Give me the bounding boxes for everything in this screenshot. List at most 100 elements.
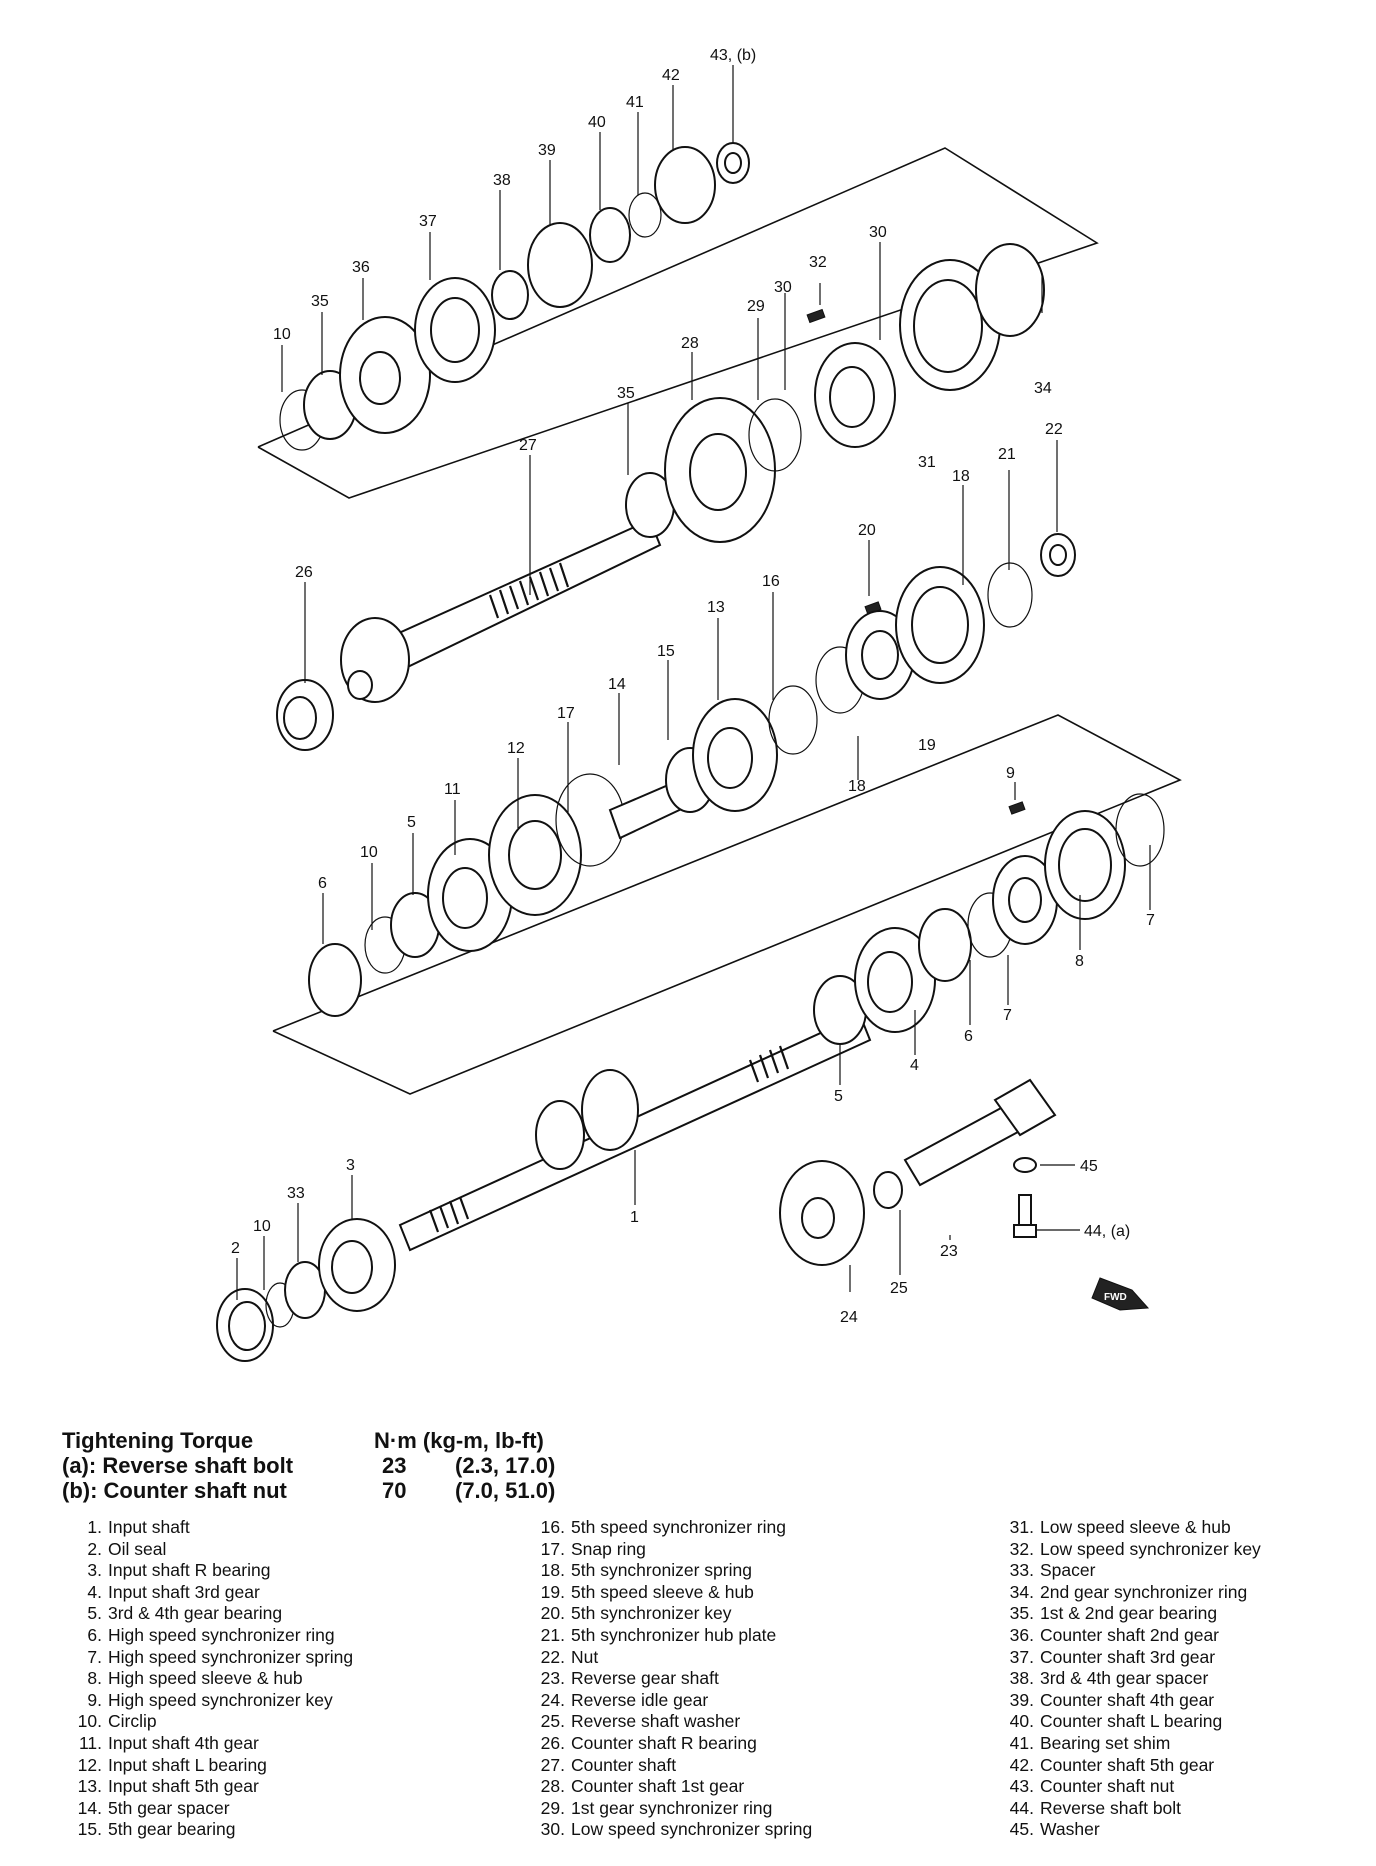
legend-item-label: 5th gear spacer bbox=[108, 1797, 230, 1818]
legend-item-label: 1st & 2nd gear bearing bbox=[1040, 1603, 1218, 1624]
fwd-arrow-icon: FWD bbox=[1091, 1277, 1150, 1311]
legend-item-number: 29. bbox=[540, 1797, 565, 1818]
reverse-shaft-head bbox=[993, 1078, 1057, 1137]
legend-item: 18.5th synchronizer spring bbox=[523, 1560, 752, 1582]
legend-item-number: 26. bbox=[540, 1732, 565, 1753]
legend-item-label: Nut bbox=[571, 1646, 599, 1667]
torque-row-alt: (7.0, 51.0) bbox=[455, 1478, 556, 1503]
high-speed-synchronizer-ring bbox=[918, 908, 972, 982]
callout-13: 13 bbox=[707, 599, 725, 616]
legend-item-number: 8. bbox=[87, 1668, 102, 1689]
callout-10-upper: 10 bbox=[273, 326, 291, 343]
torque-row: (b): Counter shaft nut 70 (7.0, 51.0) bbox=[62, 1478, 622, 1503]
callout-10-lower: 10 bbox=[253, 1218, 271, 1235]
input-shaft-gear-b bbox=[535, 1100, 585, 1170]
legend-item-number: 42. bbox=[1009, 1754, 1034, 1775]
torque-row-label: (a): Reverse shaft bolt bbox=[62, 1453, 294, 1478]
input-shaft-group bbox=[216, 793, 1165, 1362]
legend-item-label: Counter shaft bbox=[571, 1754, 677, 1775]
legend-item: 29. 1st gear synchronizer ring bbox=[523, 1797, 773, 1820]
legend-item: 41.Bearing set shim bbox=[992, 1733, 1171, 1755]
legend-item-label: Snap ring bbox=[571, 1538, 646, 1559]
legend-item: 45.Washer bbox=[992, 1819, 1100, 1841]
legend-item-label: Input shaft 4th gear bbox=[108, 1732, 259, 1753]
legend-item-label: Low speed synchronizer spring bbox=[571, 1819, 813, 1840]
legend-item-number: 32. bbox=[1009, 1538, 1034, 1559]
counter-shaft-4th-gear bbox=[527, 222, 593, 308]
callout-43: 43, (b) bbox=[710, 47, 756, 64]
legend-item: 15.5th gear bearing bbox=[60, 1819, 236, 1841]
legend-item: 11.Input shaft 4th gear bbox=[60, 1733, 259, 1755]
legend-item-number: 30. bbox=[540, 1819, 565, 1840]
callout-11: 11 bbox=[444, 781, 461, 798]
legend-item: 19. 5th speed sleeve & hub bbox=[523, 1581, 754, 1604]
legend-item-number: 27. bbox=[540, 1754, 565, 1775]
counter-shaft-l-bearing bbox=[589, 207, 631, 263]
legend-item: 27. Counter shaft bbox=[523, 1754, 676, 1777]
legend-item-label: Reverse shaft bolt bbox=[1040, 1797, 1182, 1818]
legend-item-label: 1st gear synchronizer ring bbox=[571, 1797, 773, 1818]
legend-item: 13.Input shaft 5th gear bbox=[60, 1776, 259, 1798]
callout-1: 1 bbox=[630, 1209, 639, 1226]
5th-synchronizer-hub-plate bbox=[987, 562, 1033, 628]
legend-item: 44. Reverse shaft bolt bbox=[992, 1797, 1181, 1820]
legend-item-number: 19. bbox=[540, 1581, 565, 1602]
callout-6-upper: 6 bbox=[318, 875, 327, 892]
torque-row: (a): Reverse shaft bolt 23 (2.3, 17.0) bbox=[62, 1453, 622, 1478]
legend-item-number: 44. bbox=[1009, 1797, 1034, 1818]
legend-item: 21.5th synchronizer hub plate bbox=[523, 1624, 777, 1647]
high-speed-synchronizer-key bbox=[1008, 801, 1026, 815]
callout-33: 33 bbox=[287, 1185, 305, 1202]
legend-item-label: 5th speed sleeve & hub bbox=[571, 1581, 754, 1602]
callout-2: 2 bbox=[231, 1240, 240, 1257]
callout-21: 21 bbox=[998, 446, 1016, 463]
low-speed-synchronizer-key bbox=[806, 308, 826, 324]
legend-item: 32.Low speed synchronizer key bbox=[992, 1538, 1261, 1561]
legend-item-label: Washer bbox=[1040, 1819, 1100, 1840]
legend-item: 17.Snap ring bbox=[523, 1539, 646, 1561]
legend-item-number: 6. bbox=[87, 1624, 102, 1645]
legend-item-number: 28. bbox=[540, 1776, 565, 1797]
torque-row-alt: (2.3, 17.0) bbox=[455, 1453, 556, 1478]
legend-item: 37.Counter shaft 3rd gear bbox=[992, 1647, 1215, 1669]
legend-item: 4.Input shaft 3rd gear bbox=[60, 1582, 259, 1604]
legend-item-label: Spacer bbox=[1040, 1560, 1096, 1581]
legend-item-label: 5th gear bearing bbox=[108, 1819, 236, 1840]
legend-item-label: 5th synchronizer spring bbox=[571, 1560, 752, 1581]
torque-row-label: (b): Counter shaft nut bbox=[62, 1478, 287, 1503]
input-shaft-splines bbox=[428, 1045, 790, 1233]
callout-39: 39 bbox=[538, 142, 556, 159]
legend-item-number: 1. bbox=[87, 1517, 102, 1537]
legend-item-number: 40. bbox=[1009, 1711, 1034, 1732]
legend-item: 34.2nd gear synchronizer ring bbox=[992, 1582, 1248, 1604]
legend-item-number: 2. bbox=[87, 1538, 102, 1559]
reverse-shaft-bolt bbox=[1018, 1194, 1032, 1226]
callout-17: 17 bbox=[557, 705, 575, 722]
5th-speed-synchronizer-ring bbox=[768, 685, 818, 755]
2nd-gear-synchronizer-ring bbox=[975, 243, 1045, 337]
legend-item: 16.5th speed synchronizer ring bbox=[523, 1517, 786, 1539]
callout-36: 36 bbox=[352, 259, 370, 276]
legend-item-number: 5. bbox=[87, 1603, 102, 1624]
callout-24: 24 bbox=[840, 1309, 858, 1326]
legend-item-number: 10. bbox=[77, 1711, 102, 1732]
legend-item-number: 43. bbox=[1009, 1776, 1034, 1797]
legend-item-label: Input shaft bbox=[108, 1517, 190, 1537]
legend-item-number: 21. bbox=[540, 1624, 565, 1645]
legend-item-label: 3rd & 4th gear bearing bbox=[108, 1603, 283, 1624]
legend-item-label: High speed synchronizer spring bbox=[108, 1646, 354, 1667]
input-shaft bbox=[398, 1013, 872, 1252]
callout-7-lower: 7 bbox=[1003, 1007, 1012, 1024]
legend-item: 14.5th gear spacer bbox=[60, 1798, 230, 1820]
washer-45 bbox=[1013, 1157, 1037, 1173]
legend-item-label: High speed sleeve & hub bbox=[108, 1668, 303, 1689]
input-shaft-gear-a bbox=[581, 1069, 639, 1151]
callout-25: 25 bbox=[890, 1280, 908, 1297]
legend-item: 33.Spacer bbox=[992, 1560, 1096, 1582]
legend-item-label: Low speed sleeve & hub bbox=[1040, 1517, 1231, 1537]
counter-shaft-group bbox=[276, 142, 1076, 751]
legend-item: 9.High speed synchronizer key bbox=[60, 1690, 332, 1712]
legend-item: 42.Counter shaft 5th gear bbox=[992, 1754, 1214, 1777]
legend-item: 5. 3rd & 4th gear bearing bbox=[60, 1603, 282, 1625]
